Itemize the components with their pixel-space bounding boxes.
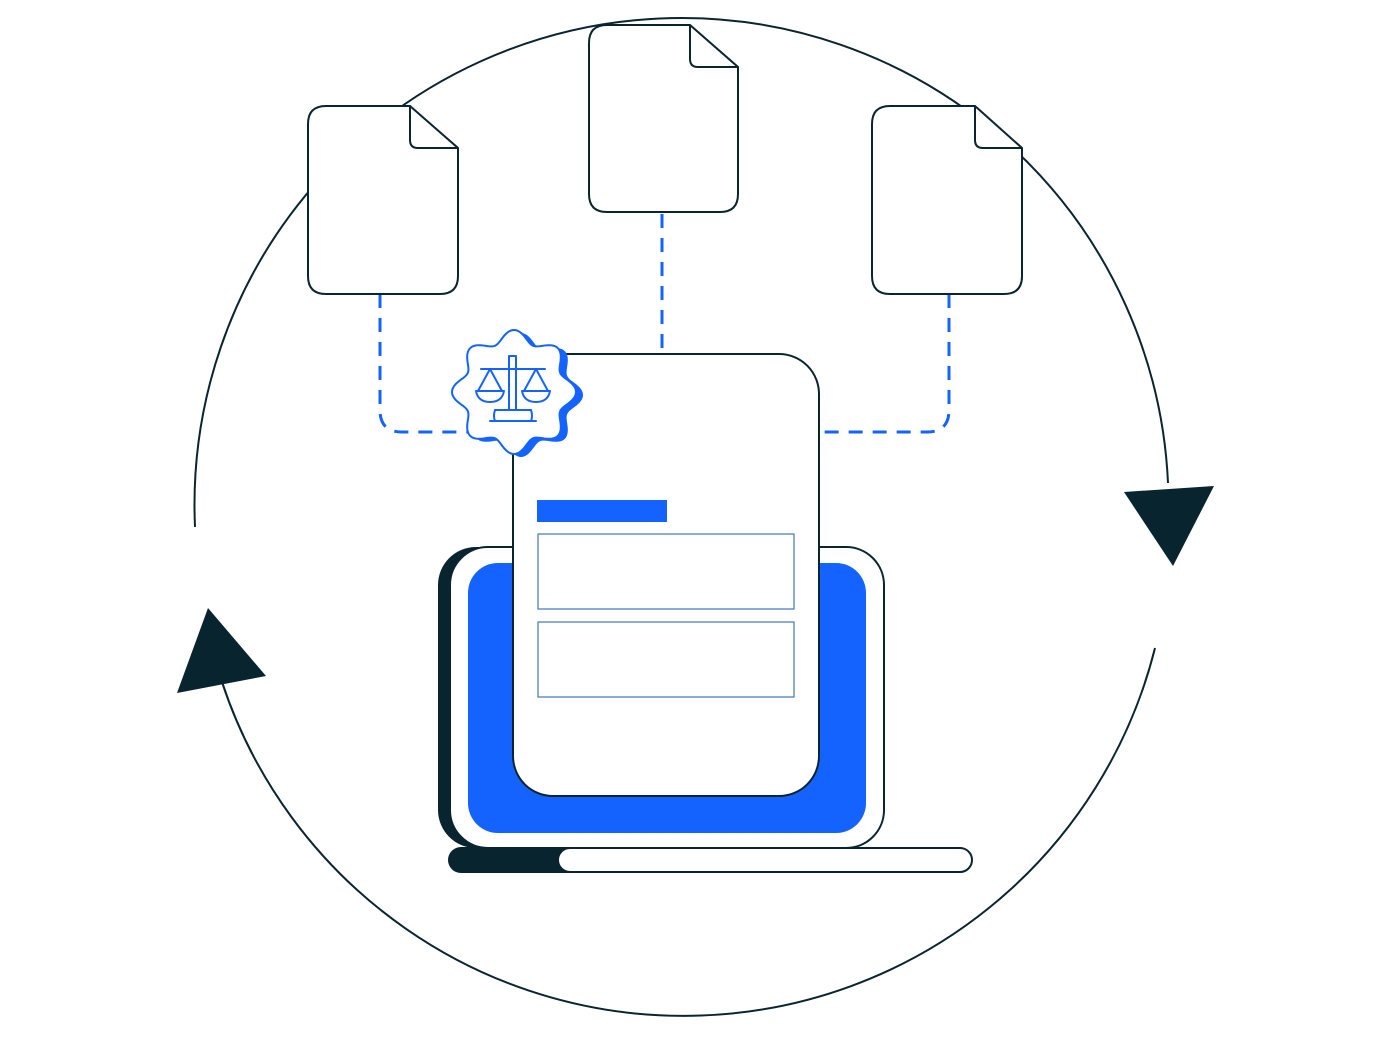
arrowhead-left-icon <box>177 608 266 693</box>
connector-right <box>818 294 951 434</box>
connector-lines <box>378 214 951 434</box>
seal-badge <box>450 328 583 457</box>
laptop-base <box>557 847 973 873</box>
form-field-2 <box>537 621 795 698</box>
cycle-arc-lower <box>221 647 1156 1017</box>
form-document <box>512 353 820 797</box>
document-icon-left <box>307 105 459 295</box>
document-icon-right <box>871 105 1023 295</box>
arrowhead-right-icon <box>1124 486 1214 566</box>
form-title-bar <box>537 500 667 522</box>
form-field-1 <box>537 533 795 610</box>
cycle-arrows-icon <box>177 17 1214 1017</box>
scales-of-justice-icon <box>475 355 551 422</box>
document-icon-middle <box>588 24 739 213</box>
cycle-arc-upper <box>193 17 1169 528</box>
connector-left <box>378 294 470 434</box>
